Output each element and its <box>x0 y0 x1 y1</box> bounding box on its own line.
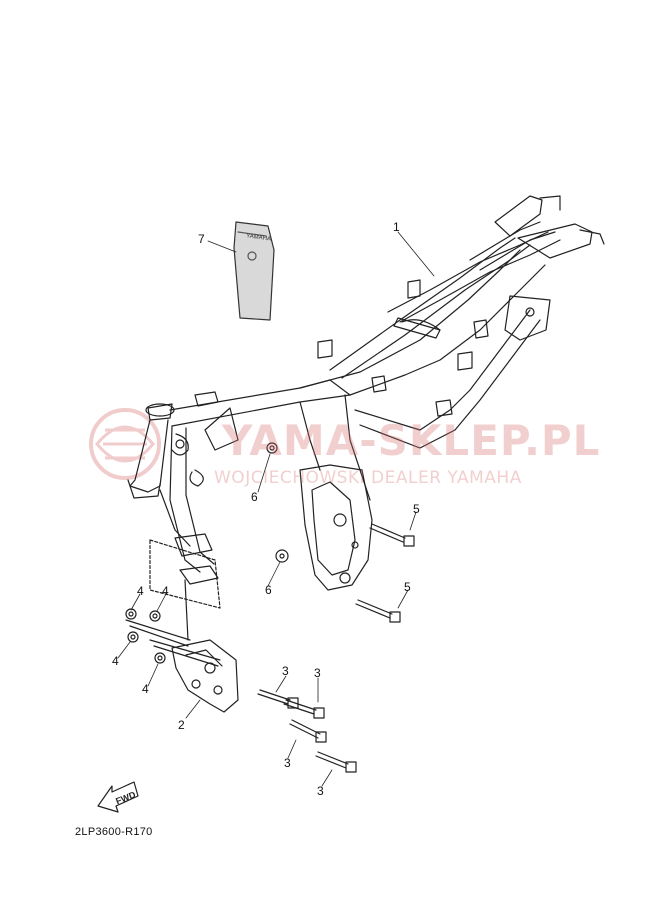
bolt <box>257 689 299 709</box>
callout-3: 3 <box>317 784 324 798</box>
callout-4: 4 <box>162 584 169 598</box>
callout-4: 4 <box>137 584 144 598</box>
frame-sticker: YAMAHA <box>233 221 275 321</box>
sticker-text: YAMAHA <box>246 233 271 242</box>
watermark-subtitle: WOJCIECHOWSKI DEALER YAMAHA <box>214 468 522 488</box>
callout-3: 3 <box>282 664 289 678</box>
leader-lines <box>117 231 435 787</box>
engine-bracket <box>149 539 239 713</box>
frame-assembly <box>127 195 605 591</box>
callout-3: 3 <box>314 666 321 680</box>
bolt <box>315 751 357 773</box>
bolt <box>283 699 325 719</box>
callout-1: 1 <box>393 220 400 234</box>
watermark-logo <box>89 408 161 480</box>
callout-6: 6 <box>265 583 272 597</box>
watermark-title: YAMA-SKLEP.PL <box>222 416 601 465</box>
callout-6: 6 <box>251 490 258 504</box>
bolt <box>355 599 401 623</box>
bolt <box>289 719 327 743</box>
callout-5: 5 <box>404 580 411 594</box>
callout-7: 7 <box>198 232 205 246</box>
fasteners <box>125 442 415 773</box>
fwd-arrow-icon <box>97 781 139 813</box>
callout-4: 4 <box>142 682 149 696</box>
callout-5: 5 <box>413 502 420 516</box>
callout-2: 2 <box>178 718 185 732</box>
callout-4: 4 <box>112 654 119 668</box>
diagram-code: 2LP3600-R170 <box>75 826 153 838</box>
bolt <box>369 523 415 547</box>
callout-3: 3 <box>284 756 291 770</box>
